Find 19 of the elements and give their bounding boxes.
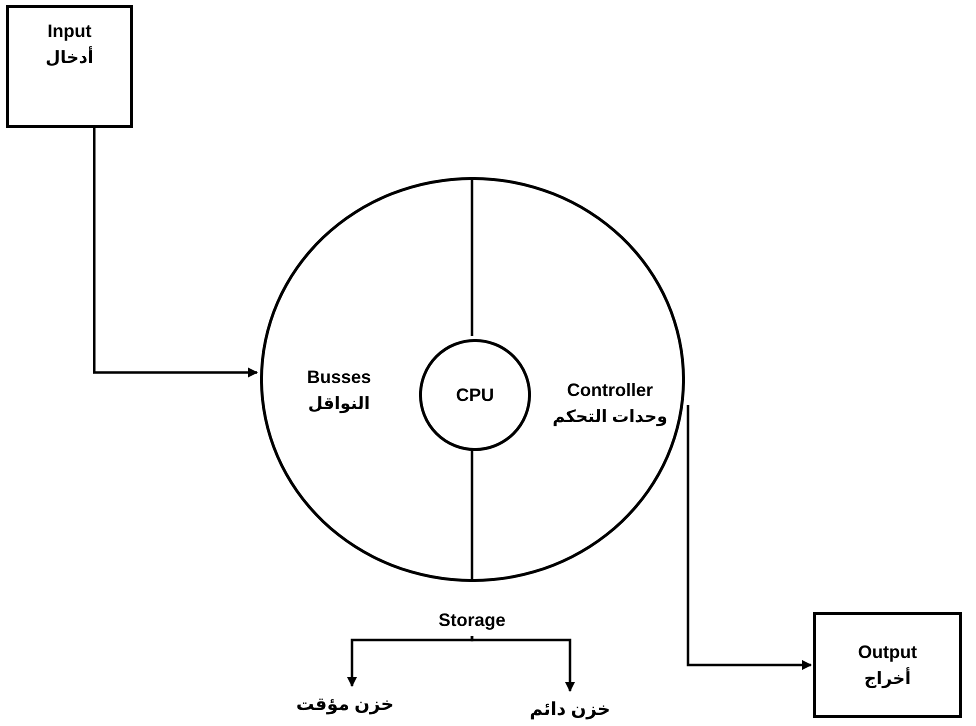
node-title: خزن مؤقت: [296, 692, 394, 716]
node-title: Output: [858, 641, 917, 664]
arrow: [470, 636, 575, 692]
input-box: [6, 5, 133, 128]
node-title: Busses: [306, 366, 372, 389]
system-circle: [260, 177, 685, 582]
node-title: خزن دائم: [530, 698, 610, 720]
arrow: [347, 636, 474, 687]
node-title: Controller: [566, 379, 653, 402]
node-subtitle: وحدات التحكم: [552, 406, 668, 427]
node-subtitle: أدخال: [46, 46, 94, 68]
arrow: [686, 405, 812, 670]
node-subtitle: النواقل: [308, 392, 370, 414]
node-title: Input: [48, 20, 92, 42]
output-box: [813, 612, 962, 718]
node-subtitle: أخراج: [864, 668, 911, 689]
node-title: CPU: [456, 384, 494, 406]
arrow: [93, 128, 258, 378]
node-title: Storage: [438, 609, 506, 632]
